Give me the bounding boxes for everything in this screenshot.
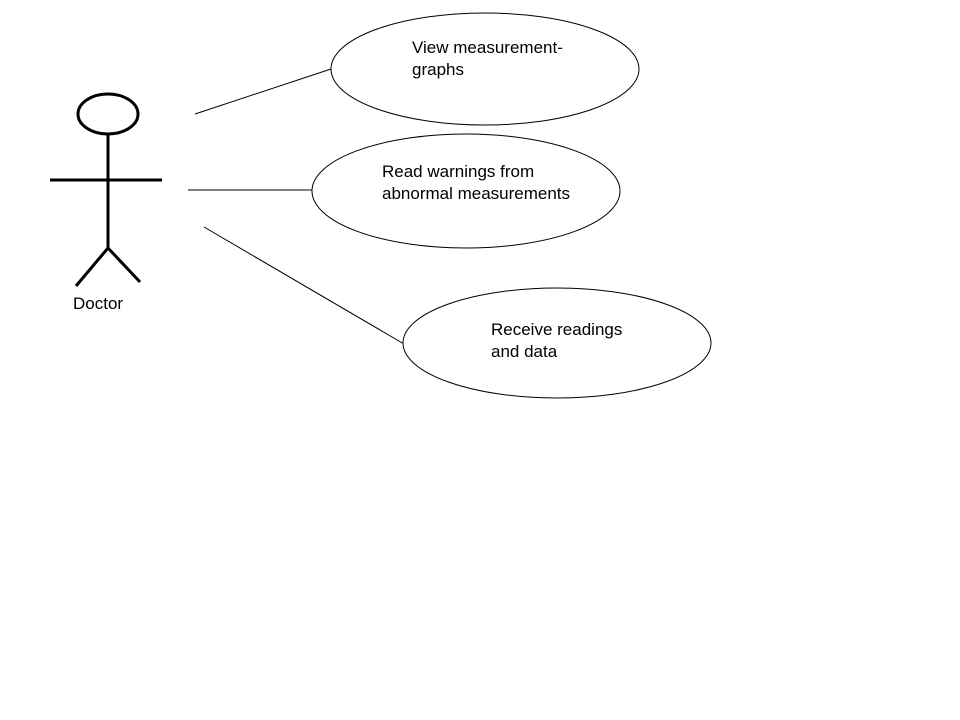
association-line-3 — [203, 226, 405, 345]
use-case-label-line: Receive readings — [491, 320, 623, 339]
use-case-ellipse-2 — [311, 133, 621, 249]
use-case-label-line: Read warnings from — [382, 162, 535, 181]
association-line-1 — [194, 68, 332, 115]
use-case-label-line: graphs — [412, 60, 464, 79]
use-case-label-line: abnormal measurements — [382, 184, 571, 203]
use-case-label-view-graphs: View measurement- graphs — [412, 37, 563, 81]
use-case-label-line: View measurement- — [412, 38, 563, 57]
use-case-label-read-warnings: Read warnings from abnormal measurements — [382, 161, 570, 205]
actor-left-leg — [74, 247, 110, 287]
actor-figure — [50, 92, 162, 287]
use-case-ellipse-1 — [330, 12, 640, 126]
actor-right-leg — [106, 246, 142, 284]
actor-label: Doctor — [73, 294, 124, 313]
use-case-label-line: and data — [491, 342, 558, 361]
actor-head — [76, 92, 140, 136]
use-case-ellipse-3 — [402, 287, 712, 399]
use-case-label-receive-readings: Receive readings and data — [491, 319, 622, 363]
